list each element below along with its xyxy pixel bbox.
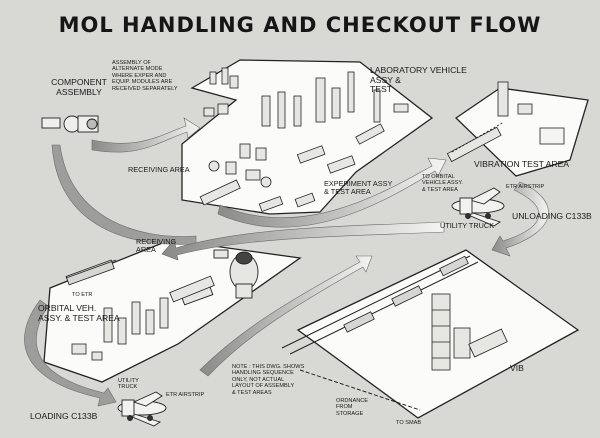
label-loading: LOADING C133B xyxy=(30,411,98,421)
receiving-area-equipment xyxy=(180,249,259,306)
label-utility-truck-right: UTILITY TRUCK xyxy=(440,221,495,230)
rail-transport-to-etr xyxy=(65,259,117,286)
label-experiment-assy: EXPERIMENT ASSY & TEST AREA xyxy=(324,179,393,197)
lab-equipment xyxy=(199,67,409,213)
diagram-title: MOL HANDLING AND CHECKOUT FLOW xyxy=(58,13,542,37)
label-note: NOTE : THIS DWG. SHOWS HANDLING SEQUENCE… xyxy=(232,364,305,396)
label-etr-airstrip-right: ETR AIRSTRIP xyxy=(506,184,545,190)
component-assembly-machinery xyxy=(41,115,99,133)
rail-track-a xyxy=(281,255,471,349)
label-component-assembly: COMPONENT ASSEMBLY xyxy=(51,77,107,97)
label-etr-airstrip-left: ETR AIRSTRIP xyxy=(166,392,205,398)
label-alternate-mode: ASSEMBLY OF ALTERNATE MODE WHERE EXPER A… xyxy=(112,60,178,92)
label-laboratory-vehicle: LABORATORY VEHICLE ASSY & TEST xyxy=(370,65,467,95)
flow-arrow-unloading-to-receiving xyxy=(161,221,445,261)
rail-track-b xyxy=(289,261,479,355)
flow-arrow-lab-to-vibration xyxy=(217,157,447,228)
label-vibration-test: VIBRATION TEST AREA xyxy=(474,159,570,169)
label-orbital-veh: ORBITAL VEH. ASSY. & TEST AREA xyxy=(38,303,120,323)
label-utility-truck-left: UTILITY TRUCK xyxy=(118,378,139,391)
vib-rail-cars xyxy=(343,255,469,333)
label-receiving-area-left: RECEIVING AREA xyxy=(136,237,177,255)
flow-arrow-orbital-to-vib xyxy=(199,255,373,377)
flow-arrow-component-to-lab xyxy=(91,117,201,153)
vibration-platform xyxy=(454,87,589,177)
vib-tower xyxy=(431,293,508,371)
label-unloading: UNLOADING C133B xyxy=(512,211,592,221)
label-to-orbital: TO ORBITAL VEHICLE ASSY. & TEST AREA xyxy=(422,174,463,193)
laboratory-platform xyxy=(181,59,434,215)
label-ordnance: ORDNANCE FROM STORAGE xyxy=(336,398,369,417)
label-to-smab: TO SMAB xyxy=(396,420,422,426)
ordnance-path xyxy=(299,369,421,411)
label-to-etr: TO ETR xyxy=(72,292,93,298)
cargo-aircraft-loading xyxy=(117,391,167,427)
flow-arrow-vibration-to-unloading xyxy=(491,181,549,257)
cargo-aircraft-unloading xyxy=(451,187,505,227)
label-receiving-area-top: RECEIVING AREA xyxy=(128,165,190,174)
flow-arrow-orbital-to-loading xyxy=(24,299,117,407)
label-vib: VIB xyxy=(510,363,524,373)
flow-arrow-component-curve xyxy=(51,144,197,245)
vibration-equipment xyxy=(446,81,565,163)
orbital-equipment xyxy=(71,275,215,361)
